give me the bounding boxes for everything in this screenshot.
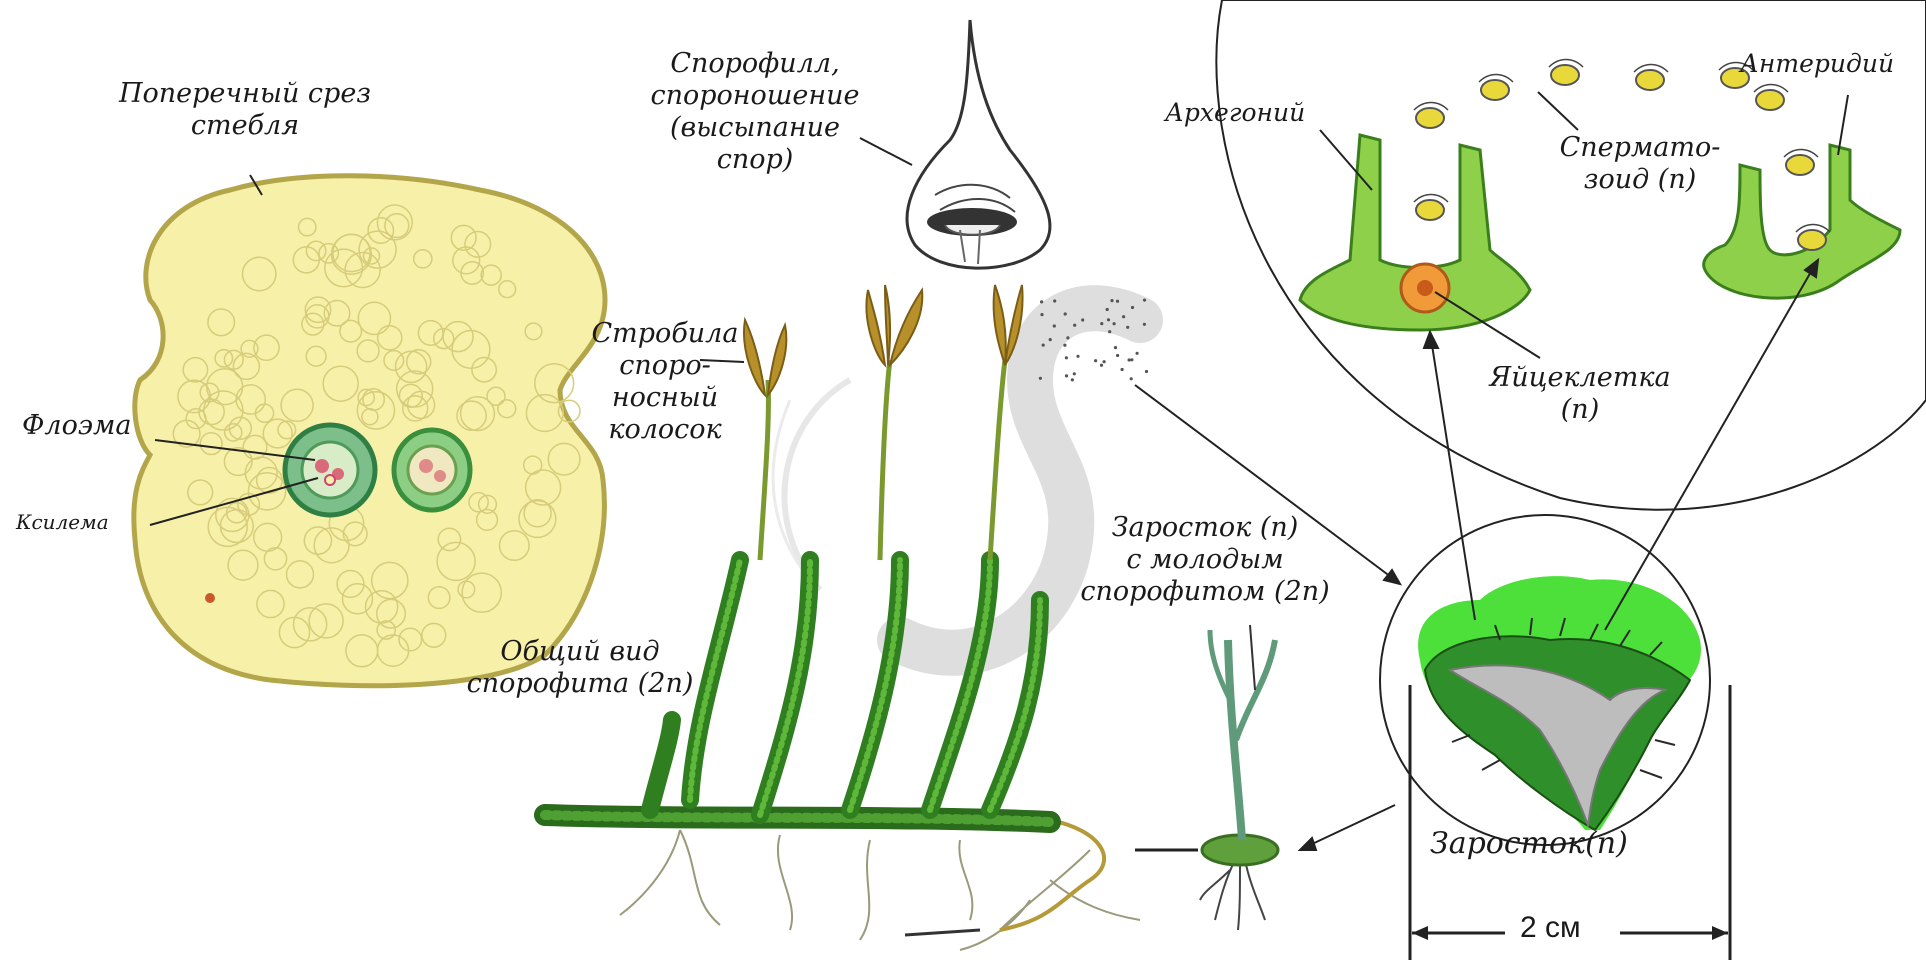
sporophyll-illustration	[860, 20, 1050, 268]
vascular-bundle-left	[285, 425, 375, 515]
label-xylem: Ксилема	[16, 510, 109, 534]
label-sporophyll: Спорофилл, спороношение (высыпание спор)	[635, 48, 875, 176]
label-spermatozoid: Спермато- зоид (n)	[1520, 132, 1760, 196]
label-cross-section: Поперечный срез стебля	[80, 78, 410, 142]
label-archegonium: Архегоний	[1165, 97, 1305, 129]
rhizome-curve	[1000, 820, 1104, 930]
label-antheridium: Антеридий	[1740, 48, 1894, 80]
stem-cross-section	[134, 175, 605, 686]
label-scale: 2 см	[1520, 912, 1581, 944]
stem-red-spot	[205, 593, 215, 603]
label-egg-cell: Яйцеклетка (n)	[1455, 362, 1705, 426]
stem-outline	[134, 176, 605, 686]
label-sporophyte-general: Общий вид спорофита (2n)	[420, 636, 740, 700]
young-prothallus-with-sporophyte	[1135, 625, 1278, 930]
label-phloem: Флоэма	[22, 410, 131, 442]
label-prothallus: Заросток(n)	[1430, 828, 1628, 860]
vascular-bundle-right	[394, 430, 470, 510]
prothallus-magnified	[1380, 515, 1730, 960]
label-strobilus: Стробила споро- носный колосок	[575, 318, 755, 446]
label-young-prothallus: Заросток (n) с молодым спорофитом (2n)	[1040, 512, 1370, 608]
